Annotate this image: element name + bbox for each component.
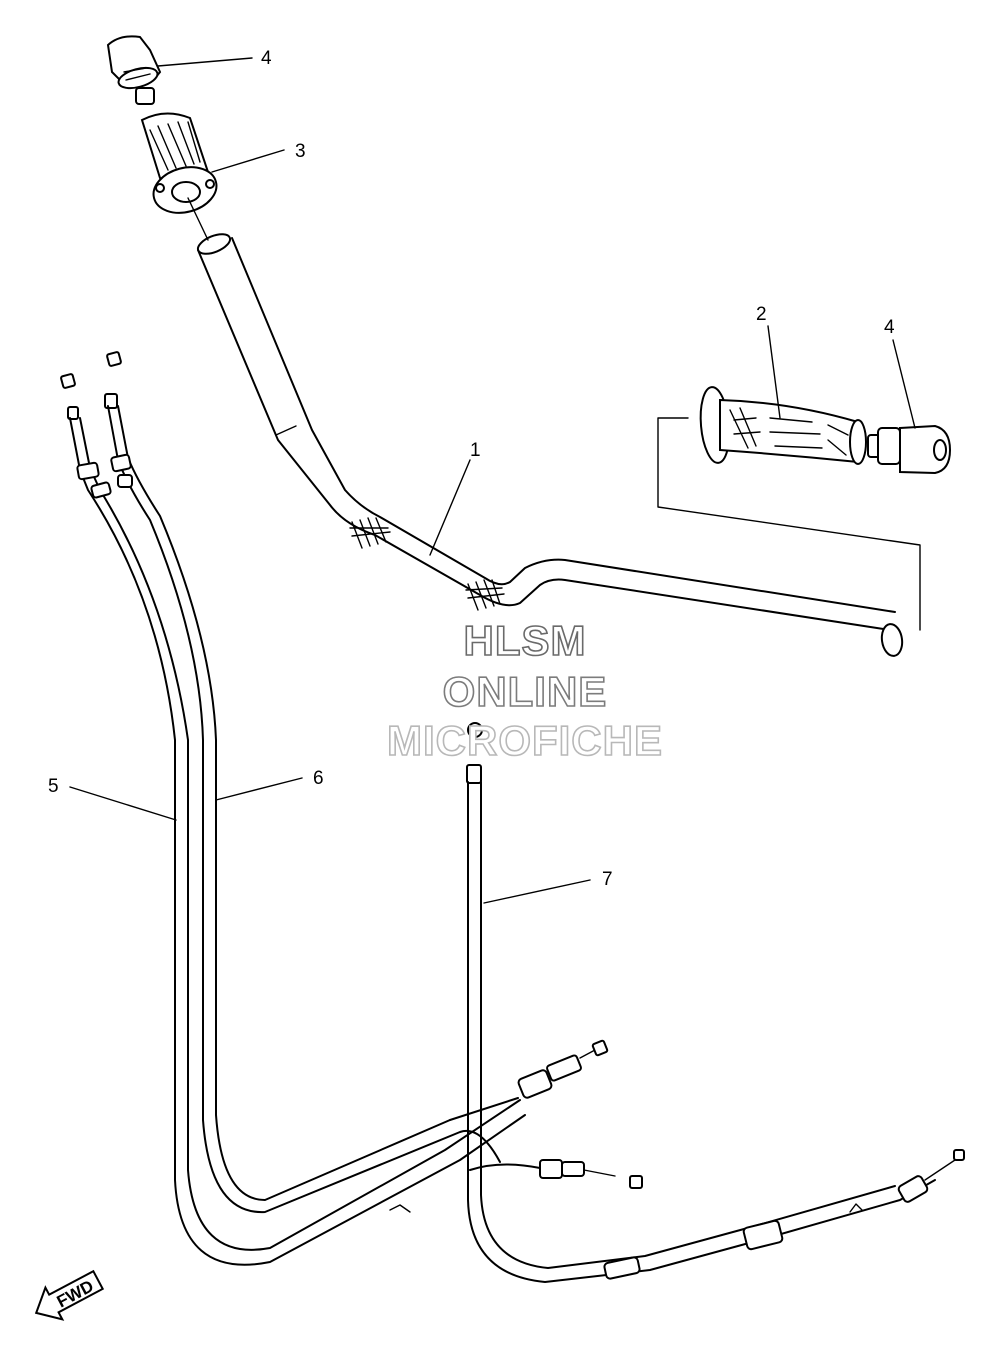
grip-throttle	[140, 112, 218, 214]
leader-lines	[69, 57, 916, 904]
cable-6	[104, 351, 643, 1214]
fwd-arrow: FWD	[34, 1269, 105, 1321]
bar-end-right	[867, 424, 952, 475]
callout-4-left: 4	[261, 48, 272, 69]
callout-4-right: 4	[884, 317, 895, 338]
callout-3: 3	[295, 141, 306, 162]
cable-7	[466, 722, 965, 1283]
handlebar	[196, 233, 904, 657]
callout-7: 7	[602, 869, 613, 890]
watermark-line-1: HLSM	[463, 616, 587, 665]
bar-end-left	[106, 35, 162, 105]
callout-6: 6	[313, 768, 324, 789]
callout-5: 5	[48, 776, 59, 797]
grip-right	[657, 386, 921, 631]
callout-2: 2	[756, 304, 767, 325]
watermark-line-3: MICROFICHE	[386, 716, 663, 765]
callout-1: 1	[470, 440, 481, 461]
cable-5	[60, 373, 526, 1266]
watermark-line-2: ONLINE	[442, 667, 608, 716]
